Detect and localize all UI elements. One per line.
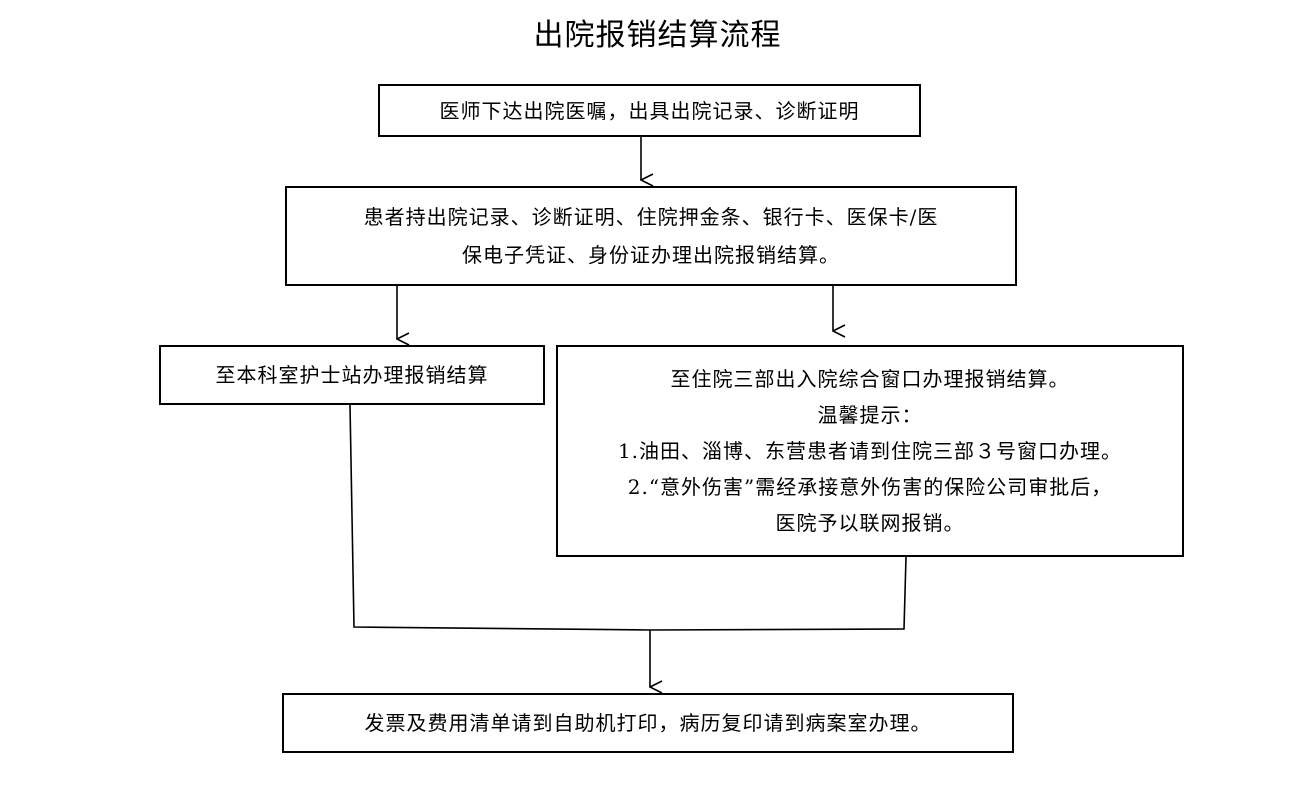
page-title: 出院报销结算流程	[533, 18, 782, 53]
tip-2-line1: 2.“意外伤害”需经承接意外伤害的保险公司审批后，	[627, 475, 1113, 499]
step-doctor-discharge-order: 医师下达出院医嘱，出具出院记录、诊断证明	[378, 84, 921, 137]
merge-line-option-a	[349, 404, 651, 631]
step2-text-line2: 保电子凭证、身份证办理出院报销结算。	[462, 243, 840, 267]
tip-1: 1.油田、淄博、东营患者请到住院三部３号窗口办理。	[617, 439, 1123, 463]
step1-text: 医师下达出院医嘱，出具出院记录、诊断证明	[439, 98, 860, 123]
step-invoice-and-records: 发票及费用清单请到自助机打印，病历复印请到病案室办理。	[282, 693, 1014, 753]
tip-title: 温馨提示：	[817, 403, 923, 427]
option-comprehensive-window: 至住院三部出入院综合窗口办理报销结算。 温馨提示： 1.油田、淄博、东营患者请到…	[556, 345, 1184, 557]
final-text: 发票及费用清单请到自助机打印，病历复印请到病案室办理。	[364, 711, 932, 735]
merge-line-option-b	[649, 556, 907, 631]
step2-text-line1: 患者持出院记录、诊断证明、住院押金条、银行卡、医保卡/医	[363, 205, 939, 229]
tip-2-line2: 医院予以联网报销。	[775, 511, 965, 535]
option-b-text: 至住院三部出入院综合窗口办理报销结算。	[670, 367, 1070, 391]
option-nurse-station: 至本科室护士站办理报销结算	[159, 345, 545, 405]
step-patient-documents: 患者持出院记录、诊断证明、住院押金条、银行卡、医保卡/医 保电子凭证、身份证办理…	[285, 186, 1017, 286]
option-a-text: 至本科室护士站办理报销结算	[215, 363, 489, 387]
